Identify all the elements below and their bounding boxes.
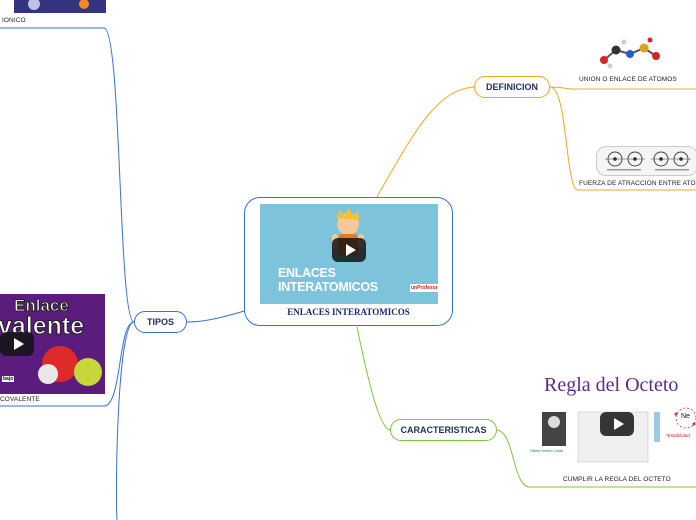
- octeto-thumb-caption: Gilbert Newton Lewis: [530, 449, 563, 453]
- leaf-covalente-label: COVALENTE: [0, 396, 40, 403]
- octeto-video-thumbnail[interactable]: Regla del Octeto Ne *Estabilidad Gilbert…: [528, 372, 696, 466]
- central-video-thumbnail[interactable]: ENLACES INTERATOMICOS unProfesor: [260, 204, 438, 304]
- branch-caracteristicas[interactable]: CARACTERISTICAS: [390, 419, 497, 441]
- ionico-image: [14, 0, 106, 13]
- branch-tipos-label: TIPOS: [147, 317, 174, 327]
- connector-ionico: [0, 28, 134, 322]
- molecule-icon: [596, 36, 666, 70]
- leaf-octeto-label: CUMPLIR LA REGLA DEL OCTETO: [563, 476, 671, 483]
- connector-tipos: [187, 310, 248, 322]
- atoms-attraction-image: [596, 146, 696, 176]
- branch-definicion-label: DEFINICION: [486, 82, 538, 92]
- play-button[interactable]: [332, 238, 366, 262]
- covalente-video-thumbnail[interactable]: Enlace valente bajo: [0, 294, 105, 394]
- connector-caracteristicas: [357, 327, 390, 430]
- ionico-thumb-icon: [14, 0, 106, 13]
- play-button[interactable]: [0, 332, 34, 356]
- branch-caracteristicas-label: CARACTERISTICAS: [400, 425, 486, 435]
- video-brand: unProfesor: [410, 284, 438, 292]
- atoms-icon: [597, 147, 696, 175]
- connector-definicion: [377, 87, 474, 197]
- branch-tipos[interactable]: TIPOS: [134, 311, 187, 333]
- central-node[interactable]: ENLACES INTERATOMICOS unProfesor ENLACES…: [244, 197, 453, 326]
- octeto-thumb-element: Ne: [681, 413, 690, 420]
- branch-definicion[interactable]: DEFINICION: [474, 76, 550, 98]
- octeto-thumb-red-text: *Estabilidad: [666, 433, 690, 438]
- leaf-fuerza-label: FUERZA DE ATRACCION ENTRE ATO: [579, 180, 696, 187]
- central-title: ENLACES INTERATOMICOS: [245, 307, 452, 317]
- molecule-image: [596, 36, 666, 70]
- leaf-union-label: UNION O ENLACE DE ATOMOS: [579, 76, 677, 83]
- play-button[interactable]: [600, 412, 634, 436]
- covalente-thumb-small: bajo: [2, 376, 14, 382]
- connector-union: [550, 87, 696, 89]
- connector-tipos-extra: [116, 322, 134, 520]
- leaf-ionico-label: IONICO: [2, 17, 26, 24]
